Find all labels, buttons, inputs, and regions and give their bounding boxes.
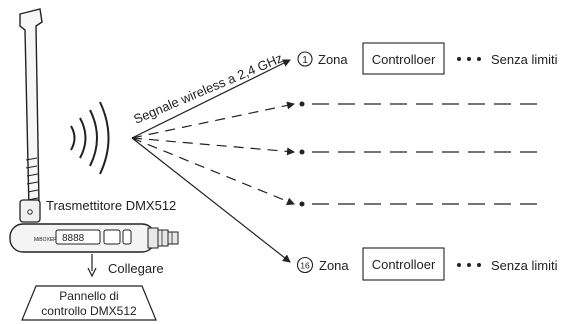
antenna [19,8,43,223]
limit-label: Senza limiti [491,258,558,273]
zone-number-badge [296,256,314,274]
controller-box [362,42,445,75]
dmx512-panel: Pannello di controllo DMX512 [21,285,157,321]
connect-label: Collegare [108,261,164,276]
ellipsis-dots [457,57,481,61]
zone-label: Zona [318,52,348,67]
ellipsis-dots [457,263,481,267]
transmitter-brand-mark: MiBOXER [34,237,57,243]
panel-label-line2: controllo DMX512 [41,304,137,318]
controller-label: Controlloer [372,257,436,272]
wireless-signal-label: Segnale wireless a 2,4 GHz [131,50,285,126]
signal-line-branch-3 [131,137,295,156]
signal-lines [131,59,295,263]
intermediate-zone-rows [299,101,540,207]
wireless-wave-icon [70,101,110,175]
zone-row-16: 16 Zona Controlloer Senza limiti [296,247,558,281]
controller-label: Controlloer [372,52,436,67]
zone-number: 1 [302,55,308,66]
zone-label: Zona [319,258,349,273]
signal-line-zone-1 [131,59,291,139]
limit-label: Senza limiti [491,52,558,67]
signal-line-zone-16 [131,137,291,263]
transmitter-display: 8888 [62,233,85,244]
transmitter-device: MiBOXER 8888 [9,223,179,253]
signal-line-branch-2 [131,101,295,139]
connect-arrow [87,254,97,278]
signal-line-branch-4 [131,137,295,206]
controller-box [362,247,445,281]
panel-label-line1: Pannello di [59,289,118,303]
zone-number: 16 [300,261,310,271]
transmitter-label: Trasmettitore DMX512 [46,198,176,213]
zone-row-1: 1 Zona Controlloer Senza limiti [297,42,558,75]
zone-number-badge [297,51,313,67]
